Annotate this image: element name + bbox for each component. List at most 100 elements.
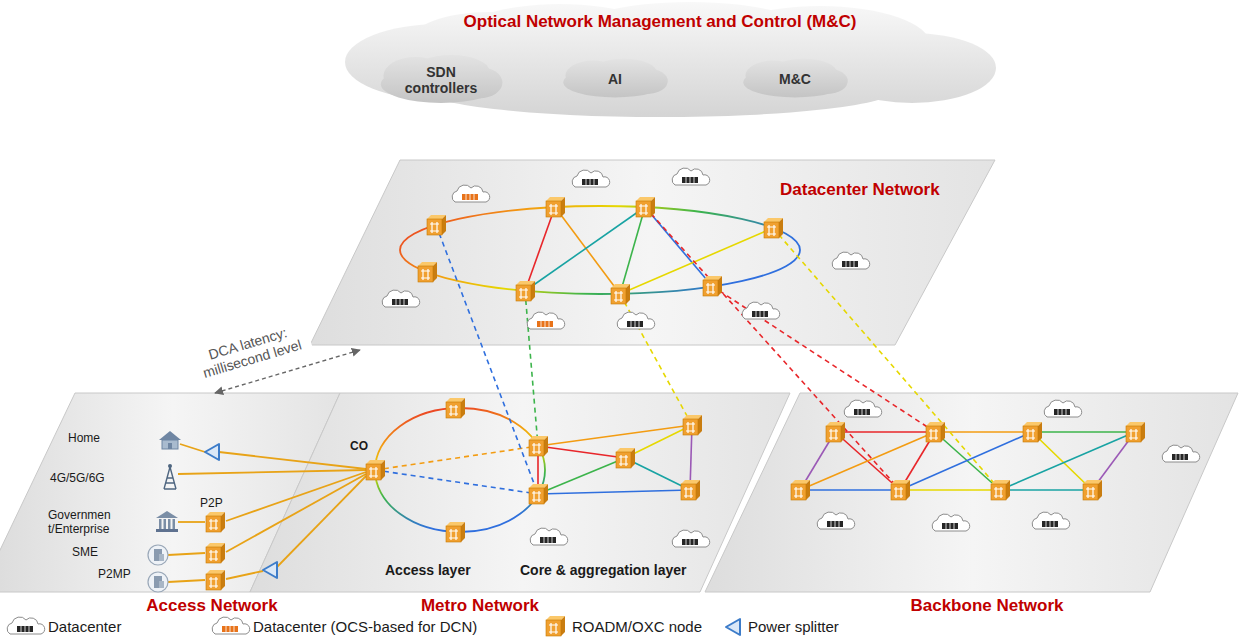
ai-cloud: AI: [560, 58, 670, 100]
layer-label: Access layer: [385, 562, 471, 578]
fiber-link: [1032, 432, 1092, 490]
fiber-link: [219, 452, 366, 469]
label-anchor: Access layer: [385, 562, 471, 578]
fiber-link: [168, 580, 205, 582]
fiber-link: [538, 490, 690, 494]
fiber-link: [645, 207, 712, 286]
roadm-node-icon: [1126, 422, 1145, 442]
cloud-label: AI: [608, 71, 622, 87]
link-type-label: P2MP: [98, 568, 131, 582]
roadm-node-icon: [546, 197, 565, 217]
power-splitter-icon: [263, 562, 277, 578]
fiber-link: [180, 444, 205, 452]
legend-item: ROADM/OXC node: [572, 618, 702, 635]
home-icon: [159, 431, 181, 449]
plane-heading: Datacenter Network: [780, 180, 940, 200]
label-anchor: CO: [350, 440, 368, 454]
roadm-node-icon: [891, 480, 910, 500]
roadm-node-icon: [683, 415, 702, 435]
datacenter-icon: [7, 617, 45, 634]
label-anchor: Core & aggregation layer: [520, 562, 687, 578]
legend-item: Power splitter: [748, 618, 839, 635]
datacenter-icon: [1162, 445, 1200, 462]
roadm-node-icon: [529, 484, 548, 504]
fiber-ring: [375, 408, 545, 532]
legend-item: Datacenter: [48, 618, 121, 635]
roadm-node-icon: [446, 522, 465, 542]
controller-cloud: SDN controllers: [377, 54, 505, 106]
cloud-title: Optical Network Management and Control (…: [464, 12, 857, 32]
fiber-link: [436, 225, 538, 494]
legend-text: Power splitter: [748, 618, 839, 635]
fiber-link: [800, 432, 935, 490]
fiber-link: [375, 470, 538, 494]
datacenter-icon: [1044, 400, 1082, 417]
fiber-link: [555, 207, 620, 294]
endpoint-label: 4G/5G/6G: [50, 472, 105, 486]
management-cloud: Optical Network Management and Control (…: [320, 0, 1000, 118]
cloud-puff: [628, 69, 668, 94]
fiber-link: [1032, 431, 1135, 433]
fiber-link: [538, 458, 625, 494]
fiber-link: [620, 228, 773, 294]
power-splitter-icon: [726, 619, 740, 635]
roadm-node-icon: [366, 460, 385, 480]
roadm-node-icon: [546, 616, 565, 636]
fiber-link: [800, 489, 900, 491]
fiber-link: [773, 228, 1000, 490]
datacenter-icon: [1032, 512, 1070, 529]
edge-label-anchor: DCA latency: millisecond level: [0, 0, 122, 32]
roadm-node-icon: [1023, 422, 1042, 442]
plane-shape: [705, 393, 1240, 617]
ocs-datacenter-icon: [212, 617, 250, 634]
roadm-node-icon: [206, 543, 225, 563]
fiber-link: [375, 446, 538, 470]
roadm-node-icon: [516, 281, 535, 301]
cloud-label: SDN controllers: [395, 64, 487, 96]
roadm-node-icon: [791, 480, 810, 500]
roadm-node-icon: [529, 436, 548, 456]
icon-layer: [7, 168, 1200, 636]
ocs-datacenter-icon: [527, 312, 565, 329]
fiber-link: [538, 446, 625, 458]
latency-label: DCA latency: millisecond level: [187, 319, 313, 385]
cloud-puff: [425, 63, 895, 117]
fiber-link: [525, 207, 555, 291]
roadm-node-icon: [206, 570, 225, 590]
fiber-link: [835, 431, 935, 433]
roadm-node-icon: [418, 262, 437, 282]
roadm-node-icon: [703, 276, 722, 296]
cell-tower-icon: [164, 464, 176, 489]
label-anchor: P2MP: [98, 568, 131, 582]
sme-icon: [148, 545, 168, 565]
label-anchor: P2P: [200, 497, 223, 511]
roadm-node-icon: [427, 215, 446, 235]
datacenter-icon: [832, 252, 870, 269]
roadm-node-icon: [926, 422, 945, 442]
datacenter-icon: [382, 290, 420, 307]
datacenter-icon: [932, 514, 970, 531]
roadm-node-icon: [636, 197, 655, 217]
fiber-link: [900, 489, 1000, 491]
fiber-link: [178, 470, 366, 474]
label-anchor: SME: [72, 546, 98, 560]
datacenter-icon: [844, 400, 882, 417]
government-building-icon: [156, 511, 178, 532]
fiber-link: [645, 207, 900, 490]
legend-text: Datacenter (OCS-based for DCN): [253, 618, 477, 635]
roadm-node-icon: [206, 512, 225, 532]
fiber-link: [226, 474, 366, 552]
label-anchor: Governmen t/Enterprise: [48, 509, 120, 537]
fiber-link: [168, 553, 205, 555]
fiber-ring: [400, 206, 800, 294]
ocs-datacenter-icon: [452, 185, 490, 202]
datacenter-icon: [530, 528, 568, 545]
roadm-node-icon: [1083, 480, 1102, 500]
node-label: CO: [350, 440, 368, 454]
fiber-link: [226, 571, 263, 579]
legend-text: Datacenter: [48, 618, 121, 635]
label-anchor: 4G/5G/6G: [50, 472, 105, 486]
